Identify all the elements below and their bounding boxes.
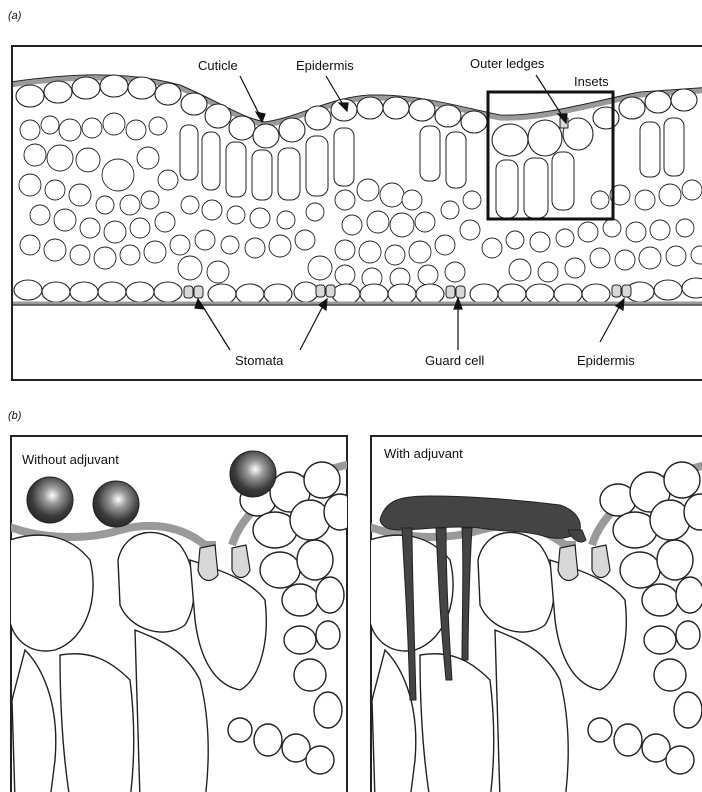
label-outer-ledges: Outer ledges [470, 56, 544, 71]
title-without-adjuvant: Without adjuvant [22, 452, 119, 467]
label-insets: Insets [574, 74, 609, 89]
label-epidermis-top: Epidermis [296, 58, 354, 73]
label-epidermis-bottom: Epidermis [577, 353, 635, 368]
title-with-adjuvant: With adjuvant [384, 446, 463, 461]
label-cuticle: Cuticle [198, 58, 238, 73]
panel-a-leaf [10, 75, 702, 305]
label-guard-cell: Guard cell [425, 353, 484, 368]
label-stomata: Stomata [235, 353, 283, 368]
